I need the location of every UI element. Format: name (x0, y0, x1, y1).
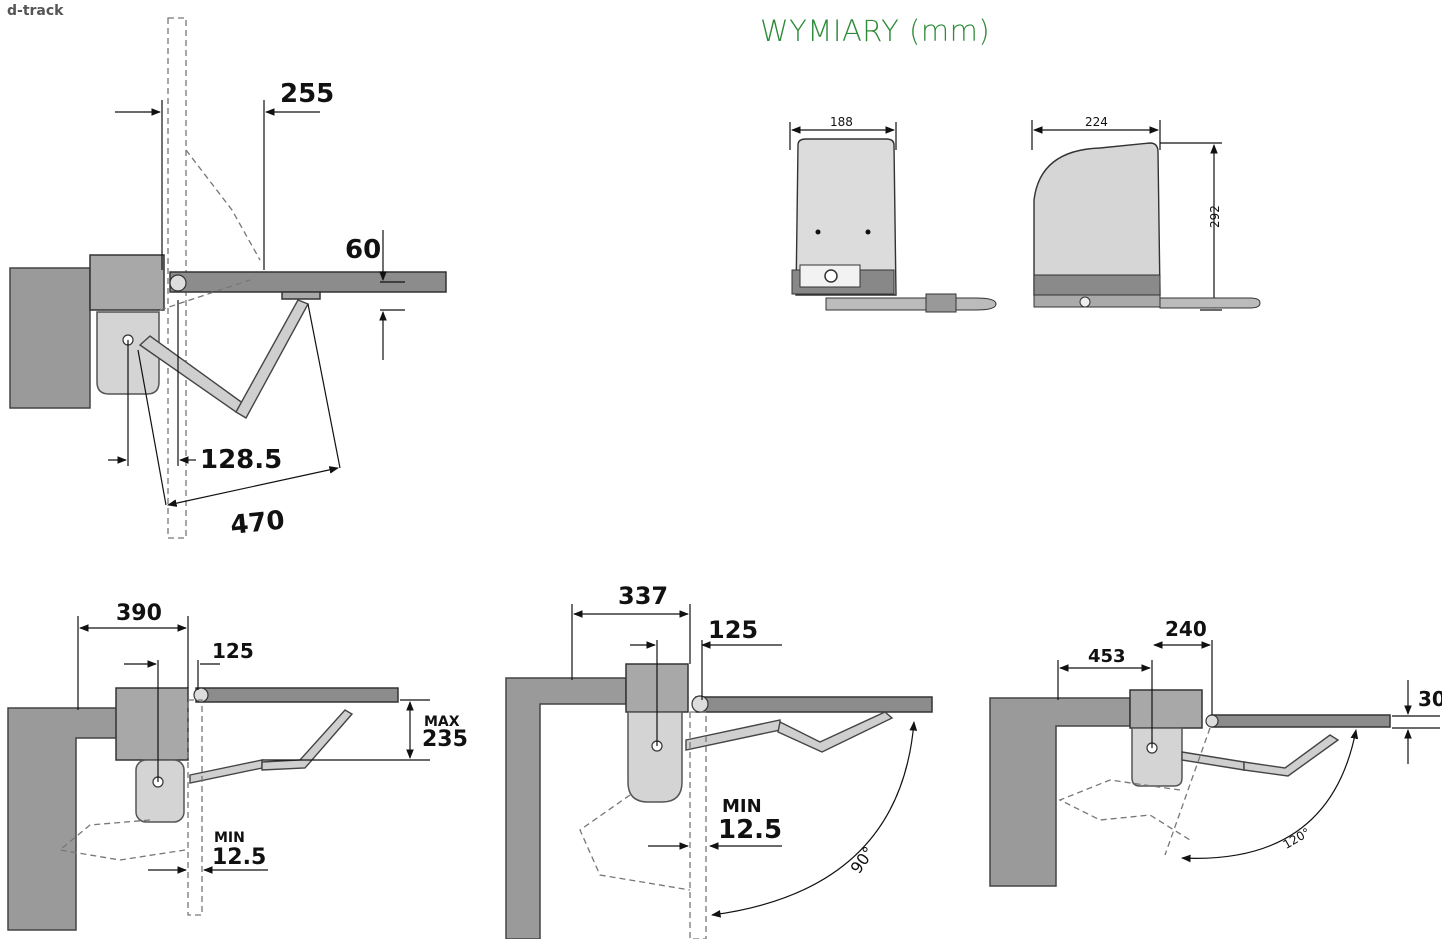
diagram3-dim-b: 240 (1165, 617, 1207, 641)
main-dim-d: 470 (229, 505, 286, 541)
height-label: 292 (1208, 205, 1222, 228)
installation-diagram-2: 337 125 MIN 12.5 90° (505, 582, 933, 939)
diagram1-dim-b: 125 (212, 639, 254, 663)
installation-diagram-3: 453 240 30 120° (989, 617, 1442, 887)
diagram1-dim-a: 390 (116, 601, 162, 626)
diagram2-dim-a: 337 (618, 582, 668, 610)
main-dim-a: 255 (280, 79, 334, 109)
product-front-view: 188 (789, 115, 997, 313)
main-dim-c: 128.5 (200, 445, 282, 475)
front-width-label: 188 (830, 115, 853, 129)
main-dim-b: 60 (345, 235, 381, 265)
page-title: WYMIARY (mm) (760, 14, 991, 48)
diagram3-dim-c: 30 (1418, 687, 1442, 711)
installation-diagram-1: 390 125 MAX 235 MIN 12.5 (7, 601, 468, 931)
diagram1-max-value: 235 (422, 727, 468, 752)
brand-label: d-track (7, 3, 64, 19)
diagram3-angle: 120° (1281, 825, 1313, 852)
diagram1-min-value: 12.5 (212, 845, 266, 870)
diagram1-min-label: MIN (214, 830, 245, 846)
main-installation-diagram: 255 60 128.5 470 (9, 17, 447, 541)
diagram2-dim-b: 125 (708, 616, 758, 644)
side-depth-label: 224 (1085, 115, 1108, 129)
product-side-view: 224 292 (1031, 115, 1261, 311)
diagram2-angle: 90° (847, 843, 879, 877)
diagram3-dim-a: 453 (1088, 646, 1126, 667)
diagram1-max-label: MAX (424, 714, 460, 730)
diagram2-min-label: MIN (722, 796, 762, 817)
diagram2-min-value: 12.5 (718, 815, 782, 845)
